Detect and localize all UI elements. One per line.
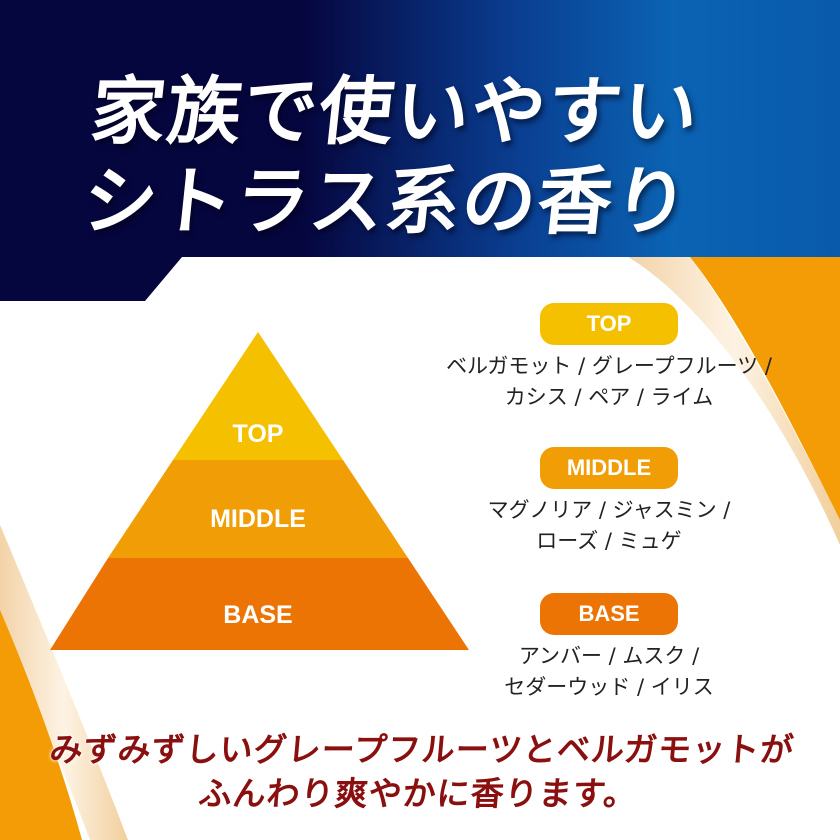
- left-cream-stripe: [0, 525, 128, 840]
- notes-middle: マグノリア / ジャスミン / ローズ / ミュゲ: [400, 495, 818, 557]
- pyramid-middle-tier: [108, 460, 408, 558]
- pyramid-top-tier: [173, 332, 343, 460]
- note-group-top: TOP ベルガモット / グレープフルーツ / カシス / ペア / ライム: [400, 303, 818, 413]
- notes-middle-line-2: ローズ / ミュゲ: [536, 529, 682, 553]
- tagline-line-2: ふんわり爽やかに香ります。: [197, 774, 640, 813]
- pyramid-label-top: TOP: [232, 420, 284, 448]
- notes-top-line-1: ベルガモット / グレープフルーツ /: [446, 354, 772, 378]
- pyramid-label-base: BASE: [223, 601, 293, 629]
- badge-base: BASE: [540, 593, 678, 635]
- pyramid-label-middle: MIDDLE: [210, 505, 306, 533]
- headline-line-2: シトラス系の香り: [78, 159, 695, 245]
- right-orange-shape: [690, 257, 840, 520]
- badge-middle: MIDDLE: [540, 447, 678, 489]
- note-group-middle: MIDDLE マグノリア / ジャスミン / ローズ / ミュゲ: [400, 447, 818, 557]
- notes-top: ベルガモット / グレープフルーツ / カシス / ペア / ライム: [400, 351, 818, 413]
- pyramid-base-tier: [50, 558, 469, 650]
- notes-base-line-2: セダーウッド / イリス: [504, 675, 714, 699]
- notes-base-line-1: アンバー / ムスク /: [518, 644, 700, 668]
- left-orange-shape: [0, 610, 82, 840]
- notes-top-line-2: カシス / ペア / ライム: [504, 385, 714, 409]
- tagline: みずみずしいグレープフルーツとベルガモットが ふんわり爽やかに香ります。: [0, 728, 840, 816]
- notes-middle-line-1: マグノリア / ジャスミン /: [487, 498, 731, 522]
- notes-base: アンバー / ムスク / セダーウッド / イリス: [400, 641, 818, 703]
- note-group-base: BASE アンバー / ムスク / セダーウッド / イリス: [400, 593, 818, 703]
- badge-top: TOP: [540, 303, 678, 345]
- header-band: [0, 0, 840, 301]
- tagline-line-1: みずみずしいグレープフルーツとベルガモットが: [48, 730, 796, 769]
